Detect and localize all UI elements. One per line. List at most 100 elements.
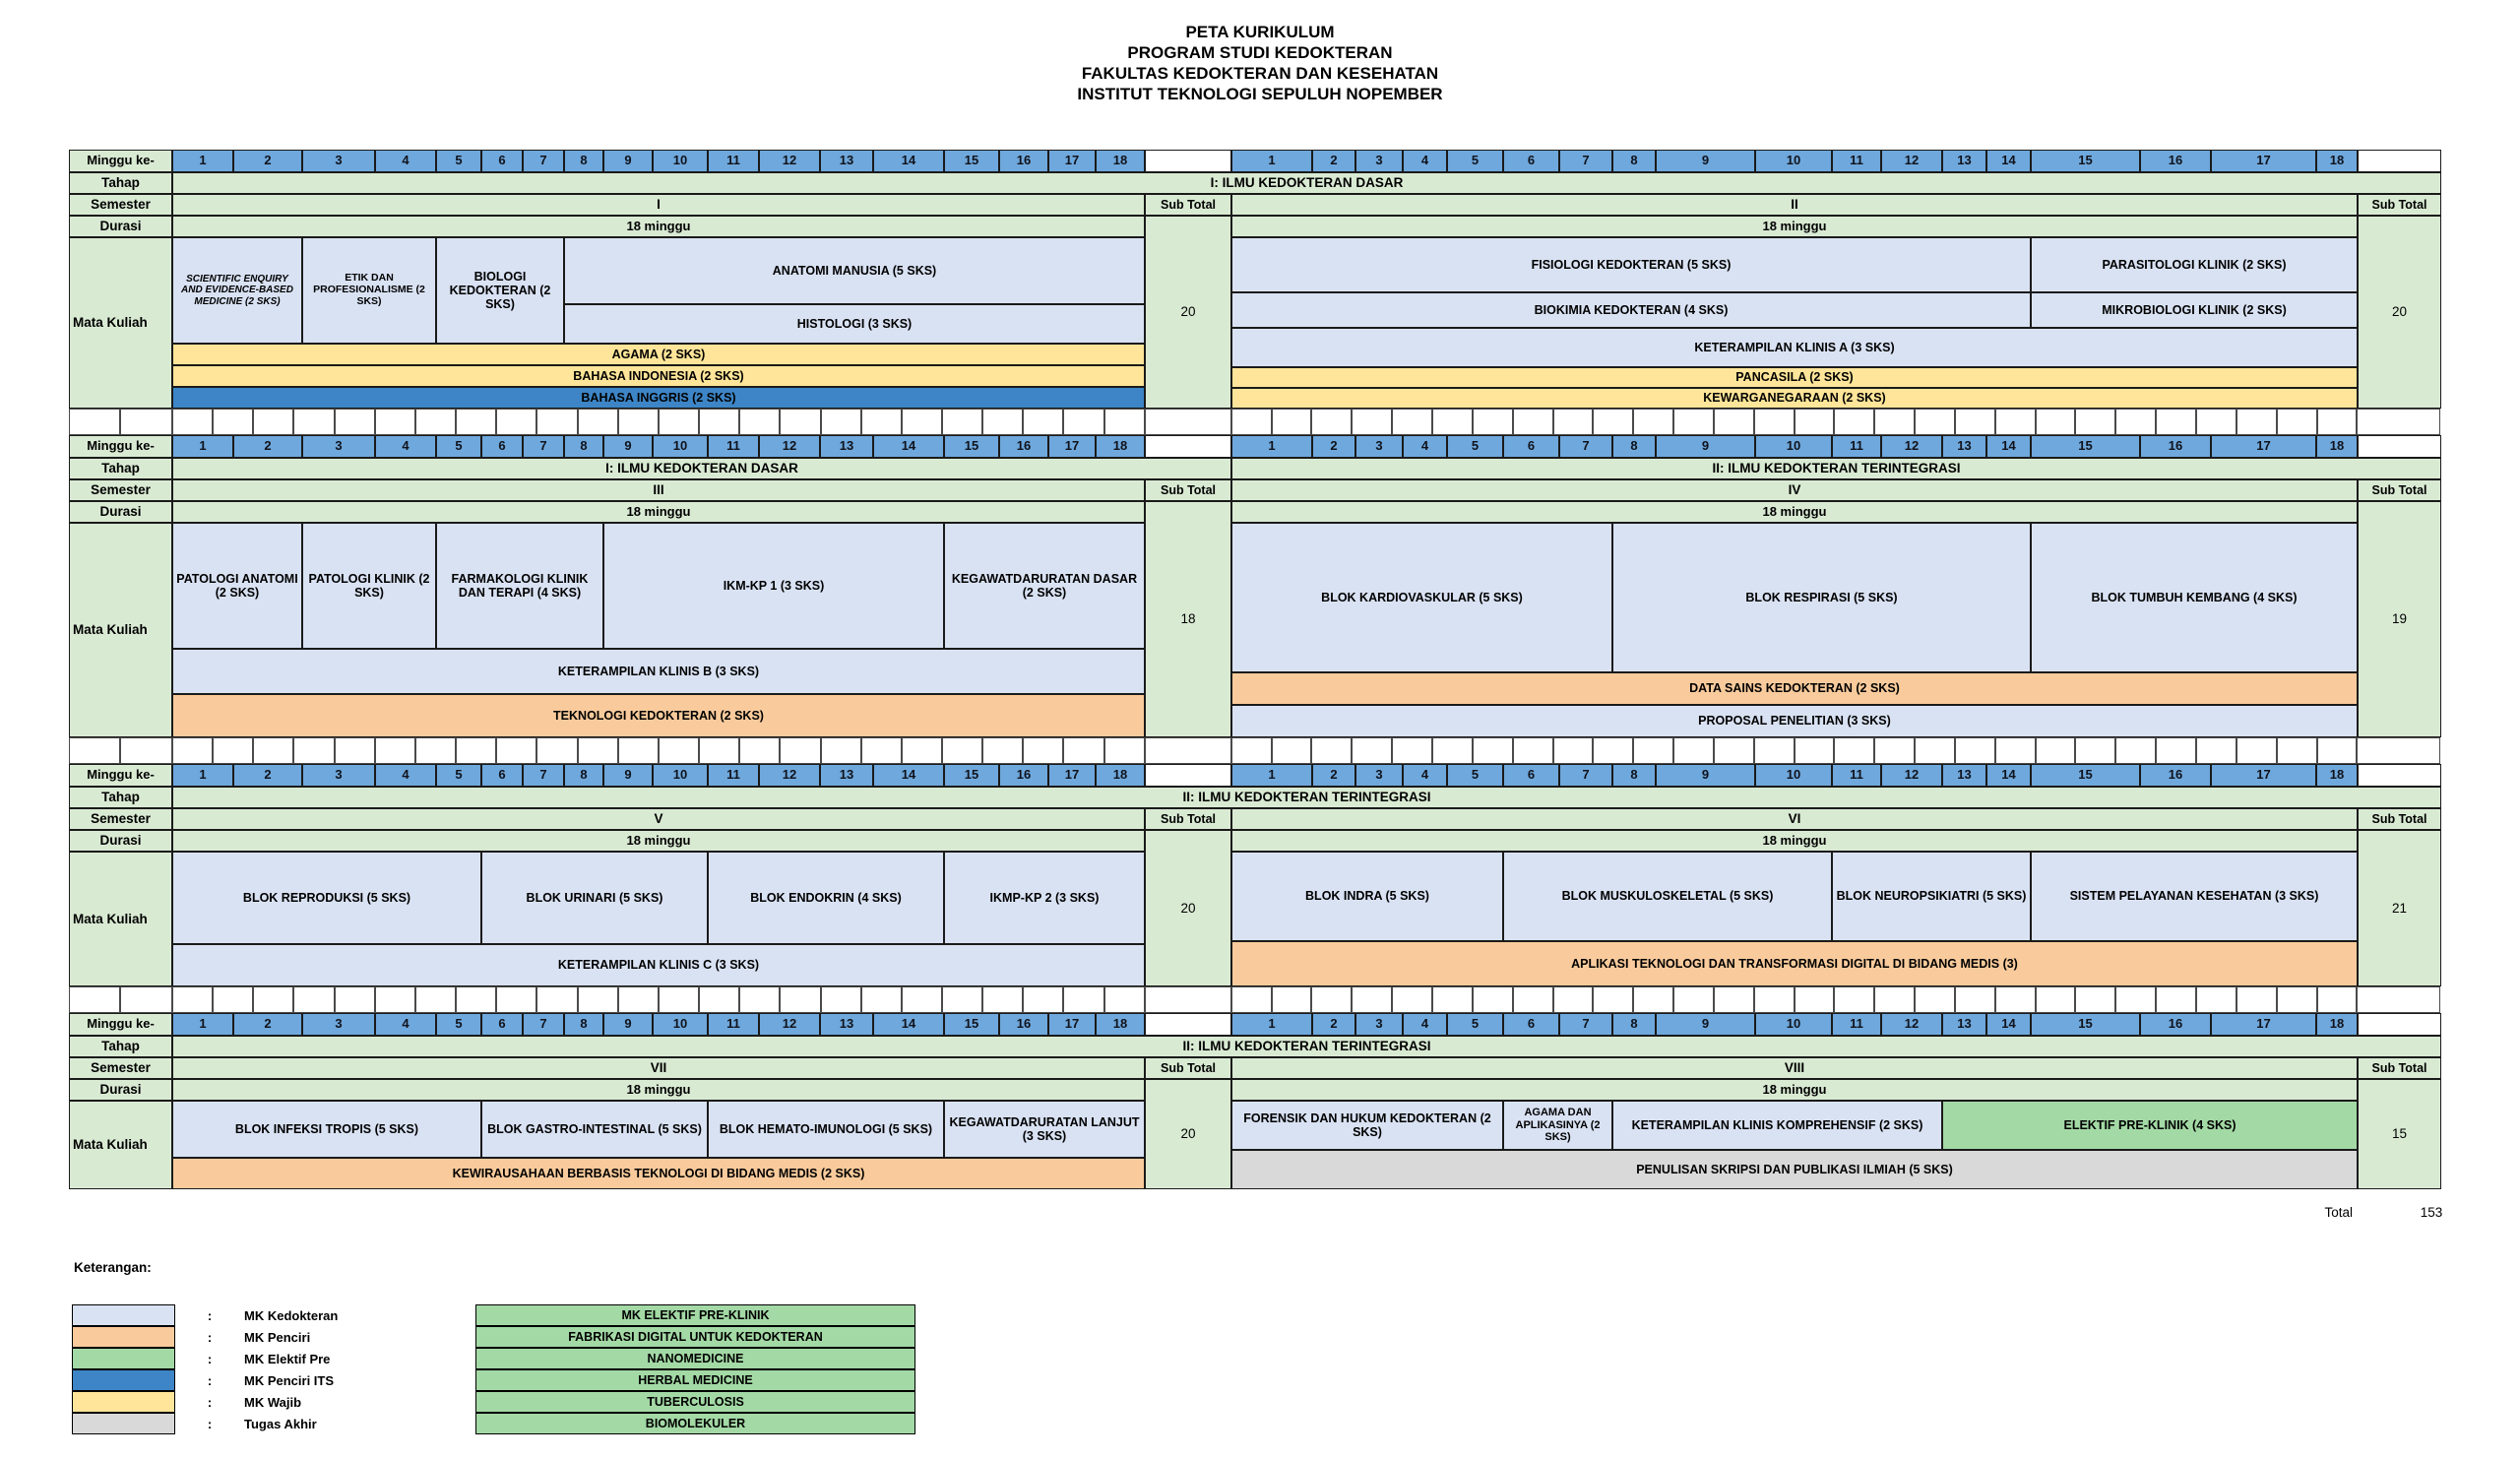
week-cell: 8 [564, 150, 603, 172]
course-cell: KEWARGANEGARAAN (2 SKS) [1231, 388, 2358, 409]
grid-gap-cell [941, 986, 983, 1013]
page-title: PETA KURIKULUM PROGRAM STUDI KEDOKTERAN … [0, 0, 2520, 104]
course-cell: BLOK INDRA (5 SKS) [1231, 852, 1503, 941]
grid-gap-cell [1954, 737, 1995, 764]
grid-gap-cell [1144, 986, 1231, 1013]
course-cell: FISIOLOGI KEDOKTERAN (5 SKS) [1231, 237, 2031, 292]
week-cell: 13 [1942, 150, 1986, 172]
week-spacer [2358, 435, 2441, 458]
course-cell: BAHASA INDONESIA (2 SKS) [172, 365, 1145, 387]
grid-gap-cell [982, 737, 1024, 764]
grid-gap-cell [69, 986, 120, 1013]
course-cell: KETERAMPILAN KLINIS C (3 SKS) [172, 944, 1145, 986]
week-cell: 7 [1559, 435, 1612, 458]
row-label-durasi: Durasi [69, 1079, 172, 1101]
week-cell: 16 [999, 764, 1048, 787]
grid-gap-cell [2075, 986, 2116, 1013]
week-cell: 1 [1231, 435, 1312, 458]
week-cell: 9 [1656, 150, 1755, 172]
week-cell: 11 [1832, 764, 1881, 787]
subtotal-header: Sub Total [1145, 808, 1231, 830]
row-label-tahap: Tahap [69, 172, 172, 194]
week-cell: 10 [653, 150, 708, 172]
grid-gap-cell [1311, 737, 1353, 764]
week-cell: 18 [1096, 150, 1145, 172]
grid-gap-row [69, 409, 2443, 435]
week-spacer [1145, 764, 1231, 787]
grid-gap-cell [820, 409, 861, 435]
grid-gap-cell [1552, 737, 1594, 764]
week-cell: 5 [1447, 1013, 1503, 1036]
course-row: KETERAMPILAN KLINIS A (3 SKS) [1231, 328, 2358, 367]
week-cell: 2 [233, 435, 302, 458]
week-spacer [1145, 150, 1231, 172]
course-cell: KEWIRAUSAHAAN BERBASIS TEKNOLOGI DI BIDA… [172, 1158, 1145, 1189]
elective-item: FABRIKASI DIGITAL UNTUK KEDOKTERAN [475, 1326, 915, 1348]
week-cell: 10 [1755, 435, 1832, 458]
week-cell: 14 [873, 435, 944, 458]
grid-gap-cell [860, 986, 902, 1013]
phase-cell: II: ILMU KEDOKTERAN TERINTEGRASI [1231, 458, 2441, 479]
week-cell: 15 [944, 150, 999, 172]
grid-gap-cell [2156, 737, 2196, 764]
week-cell: 3 [302, 764, 375, 787]
grid-gap-cell [374, 986, 415, 1013]
row-label-semester: Semester [69, 194, 172, 216]
grid-gap-row [69, 737, 2443, 764]
total-value: 153 [2420, 1205, 2443, 1220]
week-cell: 16 [999, 1013, 1048, 1036]
course-row: PATOLOGI ANATOMI (2 SKS)PATOLOGI KLINIK … [172, 523, 1145, 649]
week-cell: 11 [708, 1013, 759, 1036]
grid-gap-cell [2276, 409, 2317, 435]
week-spacer [2358, 764, 2441, 787]
course-cell: HISTOLOGI (3 SKS) [564, 304, 1145, 344]
semester-cell: III [172, 479, 1145, 501]
subtotal-header: Sub Total [1145, 194, 1231, 216]
week-cell: 1 [1231, 1013, 1312, 1036]
course-cell: PARASITOLOGI KLINIK (2 SKS) [2031, 237, 2358, 292]
week-cell: 8 [1612, 764, 1656, 787]
grid-gap-cell [1472, 986, 1513, 1013]
grid-gap-cell [120, 409, 172, 435]
grid-gap-cell [1994, 986, 2036, 1013]
grid-gap-cell [2115, 737, 2157, 764]
grid-gap-cell [1063, 737, 1104, 764]
week-cell: 9 [603, 1013, 653, 1036]
week-cell: 18 [1096, 435, 1145, 458]
week-cell: 18 [2316, 150, 2358, 172]
grid-gap-cell [1311, 986, 1353, 1013]
grid-gap-cell [496, 409, 537, 435]
course-cell: MIKROBIOLOGI KLINIK (2 SKS) [2031, 292, 2358, 328]
grid-gap-cell [2357, 986, 2441, 1013]
grid-gap-cell [1431, 409, 1473, 435]
course-row: PANCASILA (2 SKS) [1231, 367, 2358, 388]
week-cell: 18 [2316, 1013, 2358, 1036]
grid-gap-cell [617, 737, 659, 764]
week-cell: 11 [708, 764, 759, 787]
course-cell: TEKNOLOGI KEDOKTERAN (2 SKS) [172, 694, 1145, 737]
course-row: BAHASA INDONESIA (2 SKS) [172, 365, 1145, 387]
phase-cell: II: ILMU KEDOKTERAN TERINTEGRASI [172, 787, 2441, 808]
week-cell: 14 [1986, 435, 2031, 458]
week-cell: 3 [302, 435, 375, 458]
week-cell: 2 [1312, 764, 1355, 787]
duration-cell: 18 minggu [172, 501, 1145, 523]
row-label-minggu: Minggu ke- [69, 150, 172, 172]
week-cell: 1 [172, 764, 233, 787]
week-cell: 8 [1612, 150, 1656, 172]
grid-gap-cell [1713, 986, 1754, 1013]
subtotal-value: 19 [2358, 501, 2441, 737]
grid-gap-cell [2156, 986, 2196, 1013]
grid-gap-cell [414, 986, 457, 1013]
week-cell: 8 [564, 1013, 603, 1036]
course-row: FISIOLOGI KEDOKTERAN (5 SKS)PARASITOLOGI… [1231, 237, 2358, 292]
week-cell: 6 [1503, 1013, 1559, 1036]
